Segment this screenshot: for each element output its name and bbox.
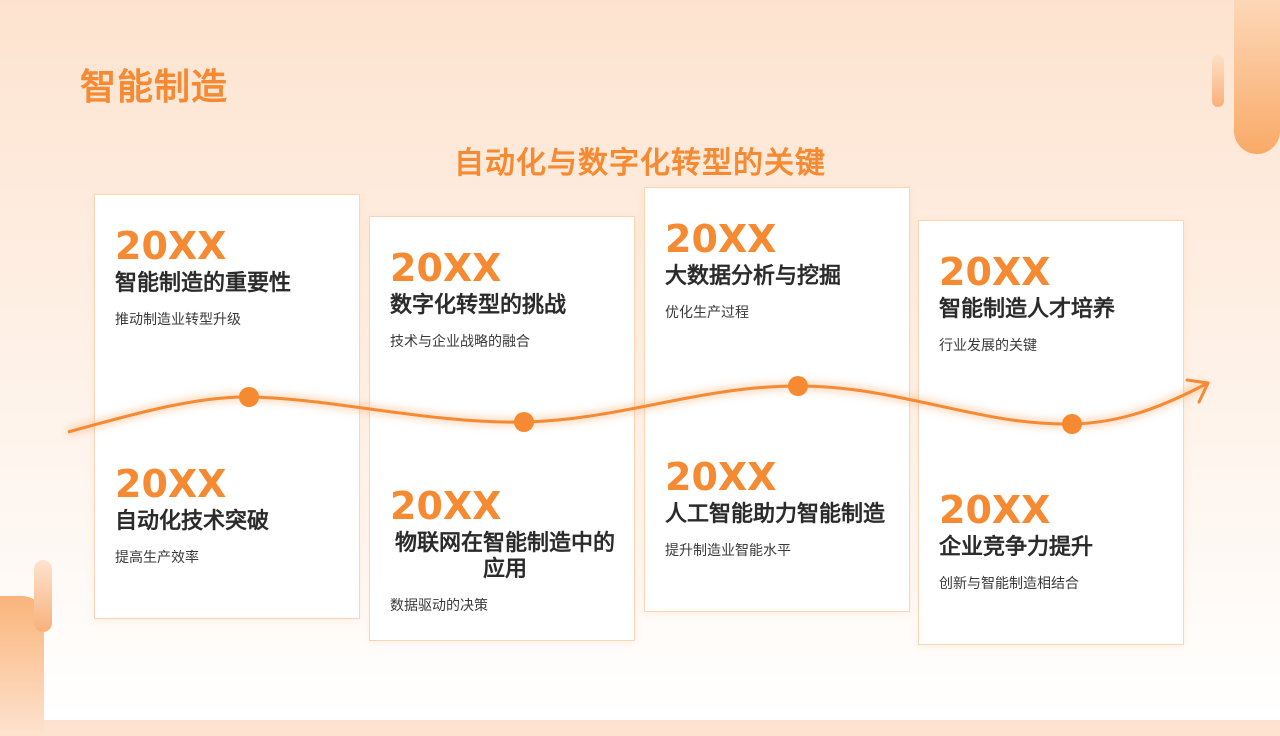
timeline-card-4: 20XX 智能制造人才培养 行业发展的关键 20XX 企业竞争力提升 创新与智能… bbox=[918, 220, 1184, 645]
decor-bar-top-right bbox=[1234, 0, 1280, 154]
entry-description: 优化生产过程 bbox=[665, 305, 749, 321]
card-4-top-entry: 20XX 智能制造人才培养 行业发展的关键 bbox=[939, 251, 1169, 355]
entry-heading: 自动化技术突破 bbox=[115, 509, 270, 534]
timeline-card-3: 20XX 大数据分析与挖掘 优化生产过程 20XX 人工智能助力智能制造 提升制… bbox=[644, 187, 910, 612]
entry-heading: 物联网在智能制造中的应用 bbox=[394, 531, 615, 582]
entry-heading: 人工智能助力智能制造 bbox=[665, 502, 886, 527]
entry-heading: 数字化转型的挑战 bbox=[390, 293, 567, 318]
card-1-top-entry: 20XX 智能制造的重要性 推动制造业转型升级 bbox=[115, 225, 345, 329]
card-2-top-entry: 20XX 数字化转型的挑战 技术与企业战略的融合 bbox=[390, 247, 620, 351]
entry-description: 数据驱动的决策 bbox=[390, 598, 488, 614]
decor-bar-bottom-left-small bbox=[34, 560, 52, 632]
entry-heading: 智能制造人才培养 bbox=[939, 297, 1116, 322]
card-1-bottom-entry: 20XX 自动化技术突破 提高生产效率 bbox=[115, 463, 345, 567]
year-label: 20XX bbox=[939, 488, 1051, 532]
entry-heading: 智能制造的重要性 bbox=[115, 271, 292, 296]
decor-bar-top-right-small bbox=[1212, 55, 1224, 107]
timeline-card-1: 20XX 智能制造的重要性 推动制造业转型升级 20XX 自动化技术突破 提高生… bbox=[94, 194, 360, 619]
entry-heading: 企业竞争力提升 bbox=[939, 535, 1094, 560]
year-label: 20XX bbox=[665, 217, 777, 261]
year-label: 20XX bbox=[939, 250, 1051, 294]
card-4-bottom-entry: 20XX 企业竞争力提升 创新与智能制造相结合 bbox=[939, 489, 1169, 593]
year-label: 20XX bbox=[665, 455, 777, 499]
entry-heading: 大数据分析与挖掘 bbox=[665, 264, 842, 289]
entry-description: 提升制造业智能水平 bbox=[665, 543, 791, 559]
card-2-bottom-entry: 20XX 物联网在智能制造中的应用 数据驱动的决策 bbox=[390, 485, 620, 615]
entry-description: 创新与智能制造相结合 bbox=[939, 576, 1079, 592]
arrow-head-icon bbox=[1185, 378, 1210, 404]
entry-description: 推动制造业转型升级 bbox=[115, 312, 241, 328]
entry-description: 技术与企业战略的融合 bbox=[390, 334, 530, 350]
year-label: 20XX bbox=[390, 246, 502, 290]
page-title: 智能制造 bbox=[80, 67, 229, 108]
year-label: 20XX bbox=[390, 484, 502, 528]
entry-description: 行业发展的关键 bbox=[939, 338, 1037, 354]
card-3-bottom-entry: 20XX 人工智能助力智能制造 提升制造业智能水平 bbox=[665, 456, 895, 560]
page-subtitle: 自动化与数字化转型的关键 bbox=[454, 146, 826, 181]
entry-description: 提高生产效率 bbox=[115, 550, 199, 566]
year-label: 20XX bbox=[115, 224, 227, 268]
timeline-card-2: 20XX 数字化转型的挑战 技术与企业战略的融合 20XX 物联网在智能制造中的… bbox=[369, 216, 635, 641]
year-label: 20XX bbox=[115, 462, 227, 506]
card-3-top-entry: 20XX 大数据分析与挖掘 优化生产过程 bbox=[665, 218, 895, 322]
